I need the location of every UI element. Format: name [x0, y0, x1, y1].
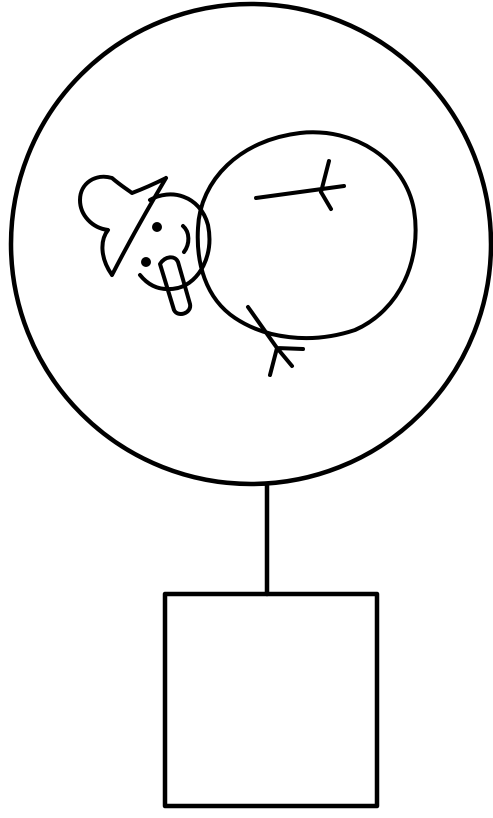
- snowman-eye-lower: [143, 259, 149, 265]
- snowman-mouth: [183, 226, 188, 252]
- snowman-body: [198, 132, 416, 338]
- outer-circle: [11, 4, 491, 484]
- bottom-square: [165, 594, 377, 806]
- snowman-eye-upper: [154, 224, 160, 230]
- snowman-arm-upper: [256, 161, 344, 209]
- snowman-drawing: [80, 132, 416, 375]
- snowman-nose: [160, 257, 190, 314]
- snowman-arm-lower: [248, 307, 303, 375]
